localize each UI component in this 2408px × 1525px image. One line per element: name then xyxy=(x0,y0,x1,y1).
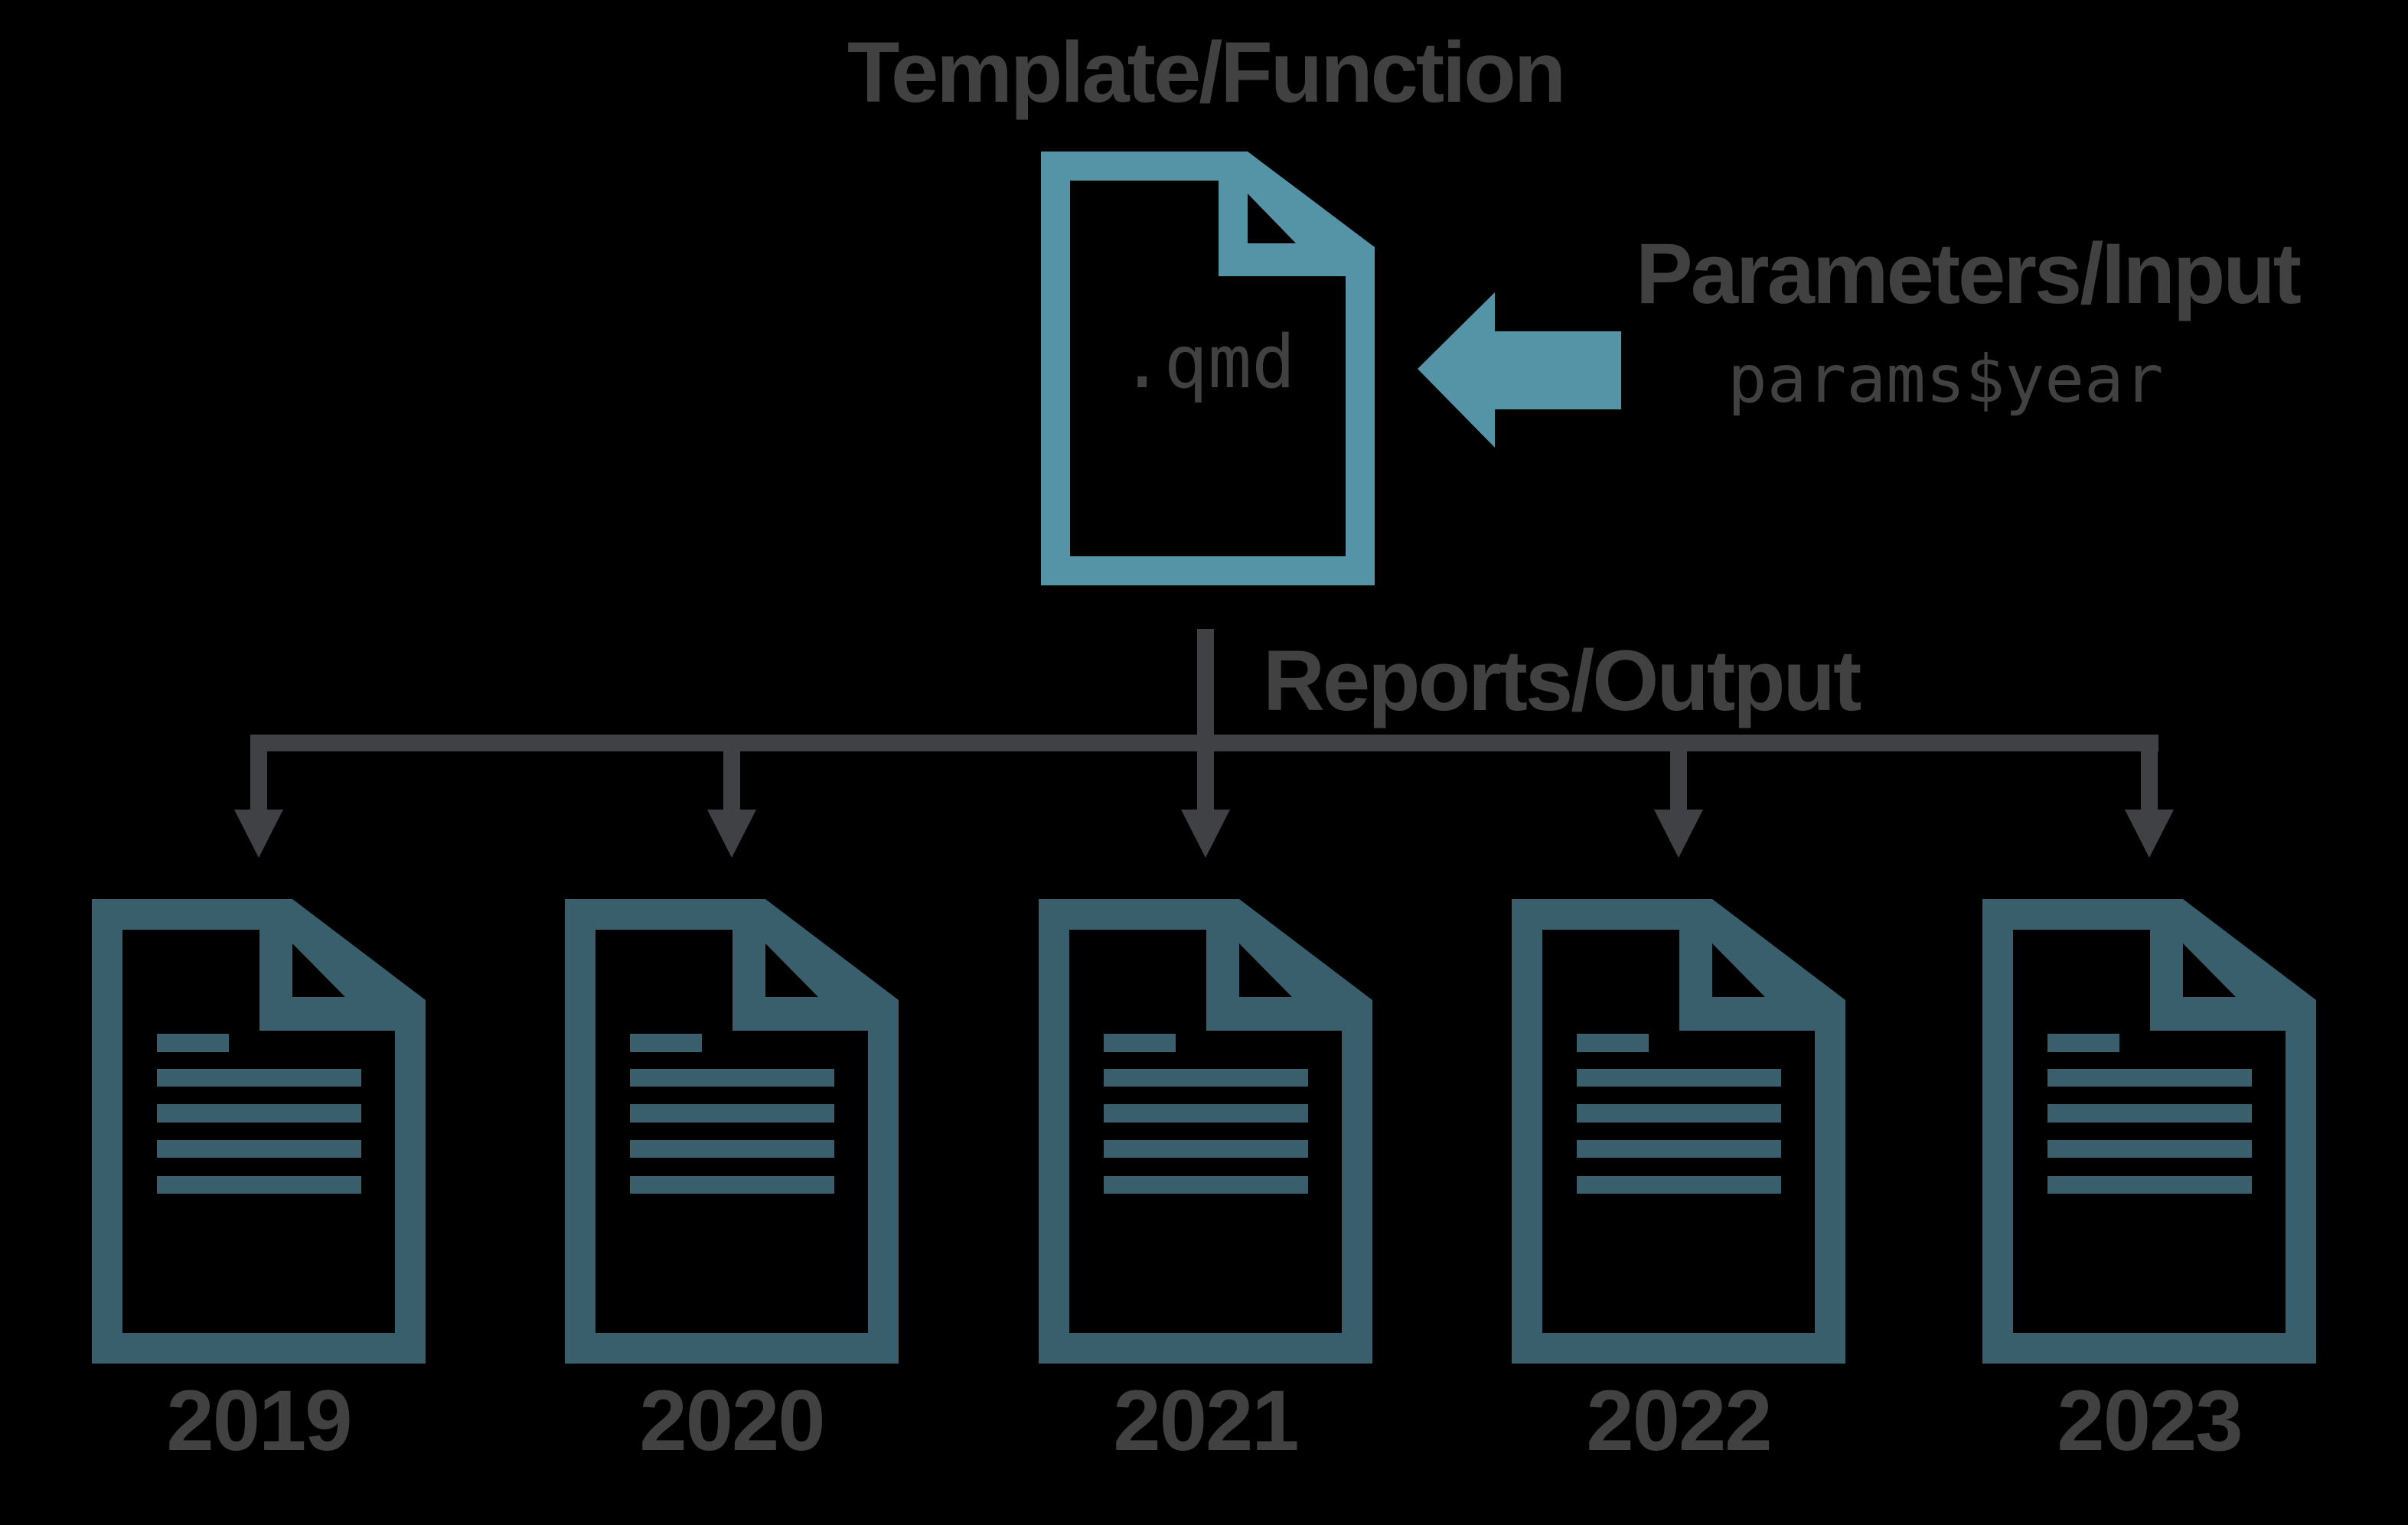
arrow-left-icon xyxy=(1418,292,1621,451)
report-doc xyxy=(565,899,899,1364)
report-doc xyxy=(1982,899,2316,1364)
file-text-icon xyxy=(1512,899,1845,1364)
report-year-label: 2020 xyxy=(639,1373,825,1468)
report-doc xyxy=(92,899,426,1364)
file-blank-icon xyxy=(1041,152,1375,585)
reports-heading: Reports/Output xyxy=(1263,633,1861,728)
branch-line xyxy=(1670,751,1687,810)
report-year-label: 2021 xyxy=(1113,1373,1299,1468)
file-text-icon xyxy=(1039,899,1372,1364)
parameters-heading: Parameters/Input xyxy=(1636,226,2302,321)
branch-line xyxy=(250,751,267,810)
file-text-icon xyxy=(92,899,426,1364)
file-text-icon xyxy=(1982,899,2316,1364)
branch-line xyxy=(2141,751,2158,810)
arrow-down-icon xyxy=(1654,810,1703,858)
arrow-down-icon xyxy=(707,810,756,858)
report-year-label: 2023 xyxy=(2057,1373,2243,1468)
connector-rail-line xyxy=(250,735,2158,751)
report-year-label: 2022 xyxy=(1586,1373,1772,1468)
template-doc: .qmd xyxy=(1041,152,1375,585)
report-doc xyxy=(1512,899,1845,1364)
diagram-title: Template/Function xyxy=(847,24,1566,120)
file-text-icon xyxy=(565,899,899,1364)
parameters-code: params$year xyxy=(1728,341,2164,418)
report-year-label: 2019 xyxy=(166,1373,352,1468)
qmd-filename-label: .qmd xyxy=(1120,321,1296,405)
arrow-down-icon xyxy=(1181,810,1230,858)
arrow-down-icon xyxy=(234,810,283,858)
report-doc xyxy=(1039,899,1372,1364)
arrow-down-icon xyxy=(2125,810,2174,858)
connector-stem-line xyxy=(1197,629,1214,735)
branch-line xyxy=(723,751,740,810)
branch-line xyxy=(1197,751,1214,810)
